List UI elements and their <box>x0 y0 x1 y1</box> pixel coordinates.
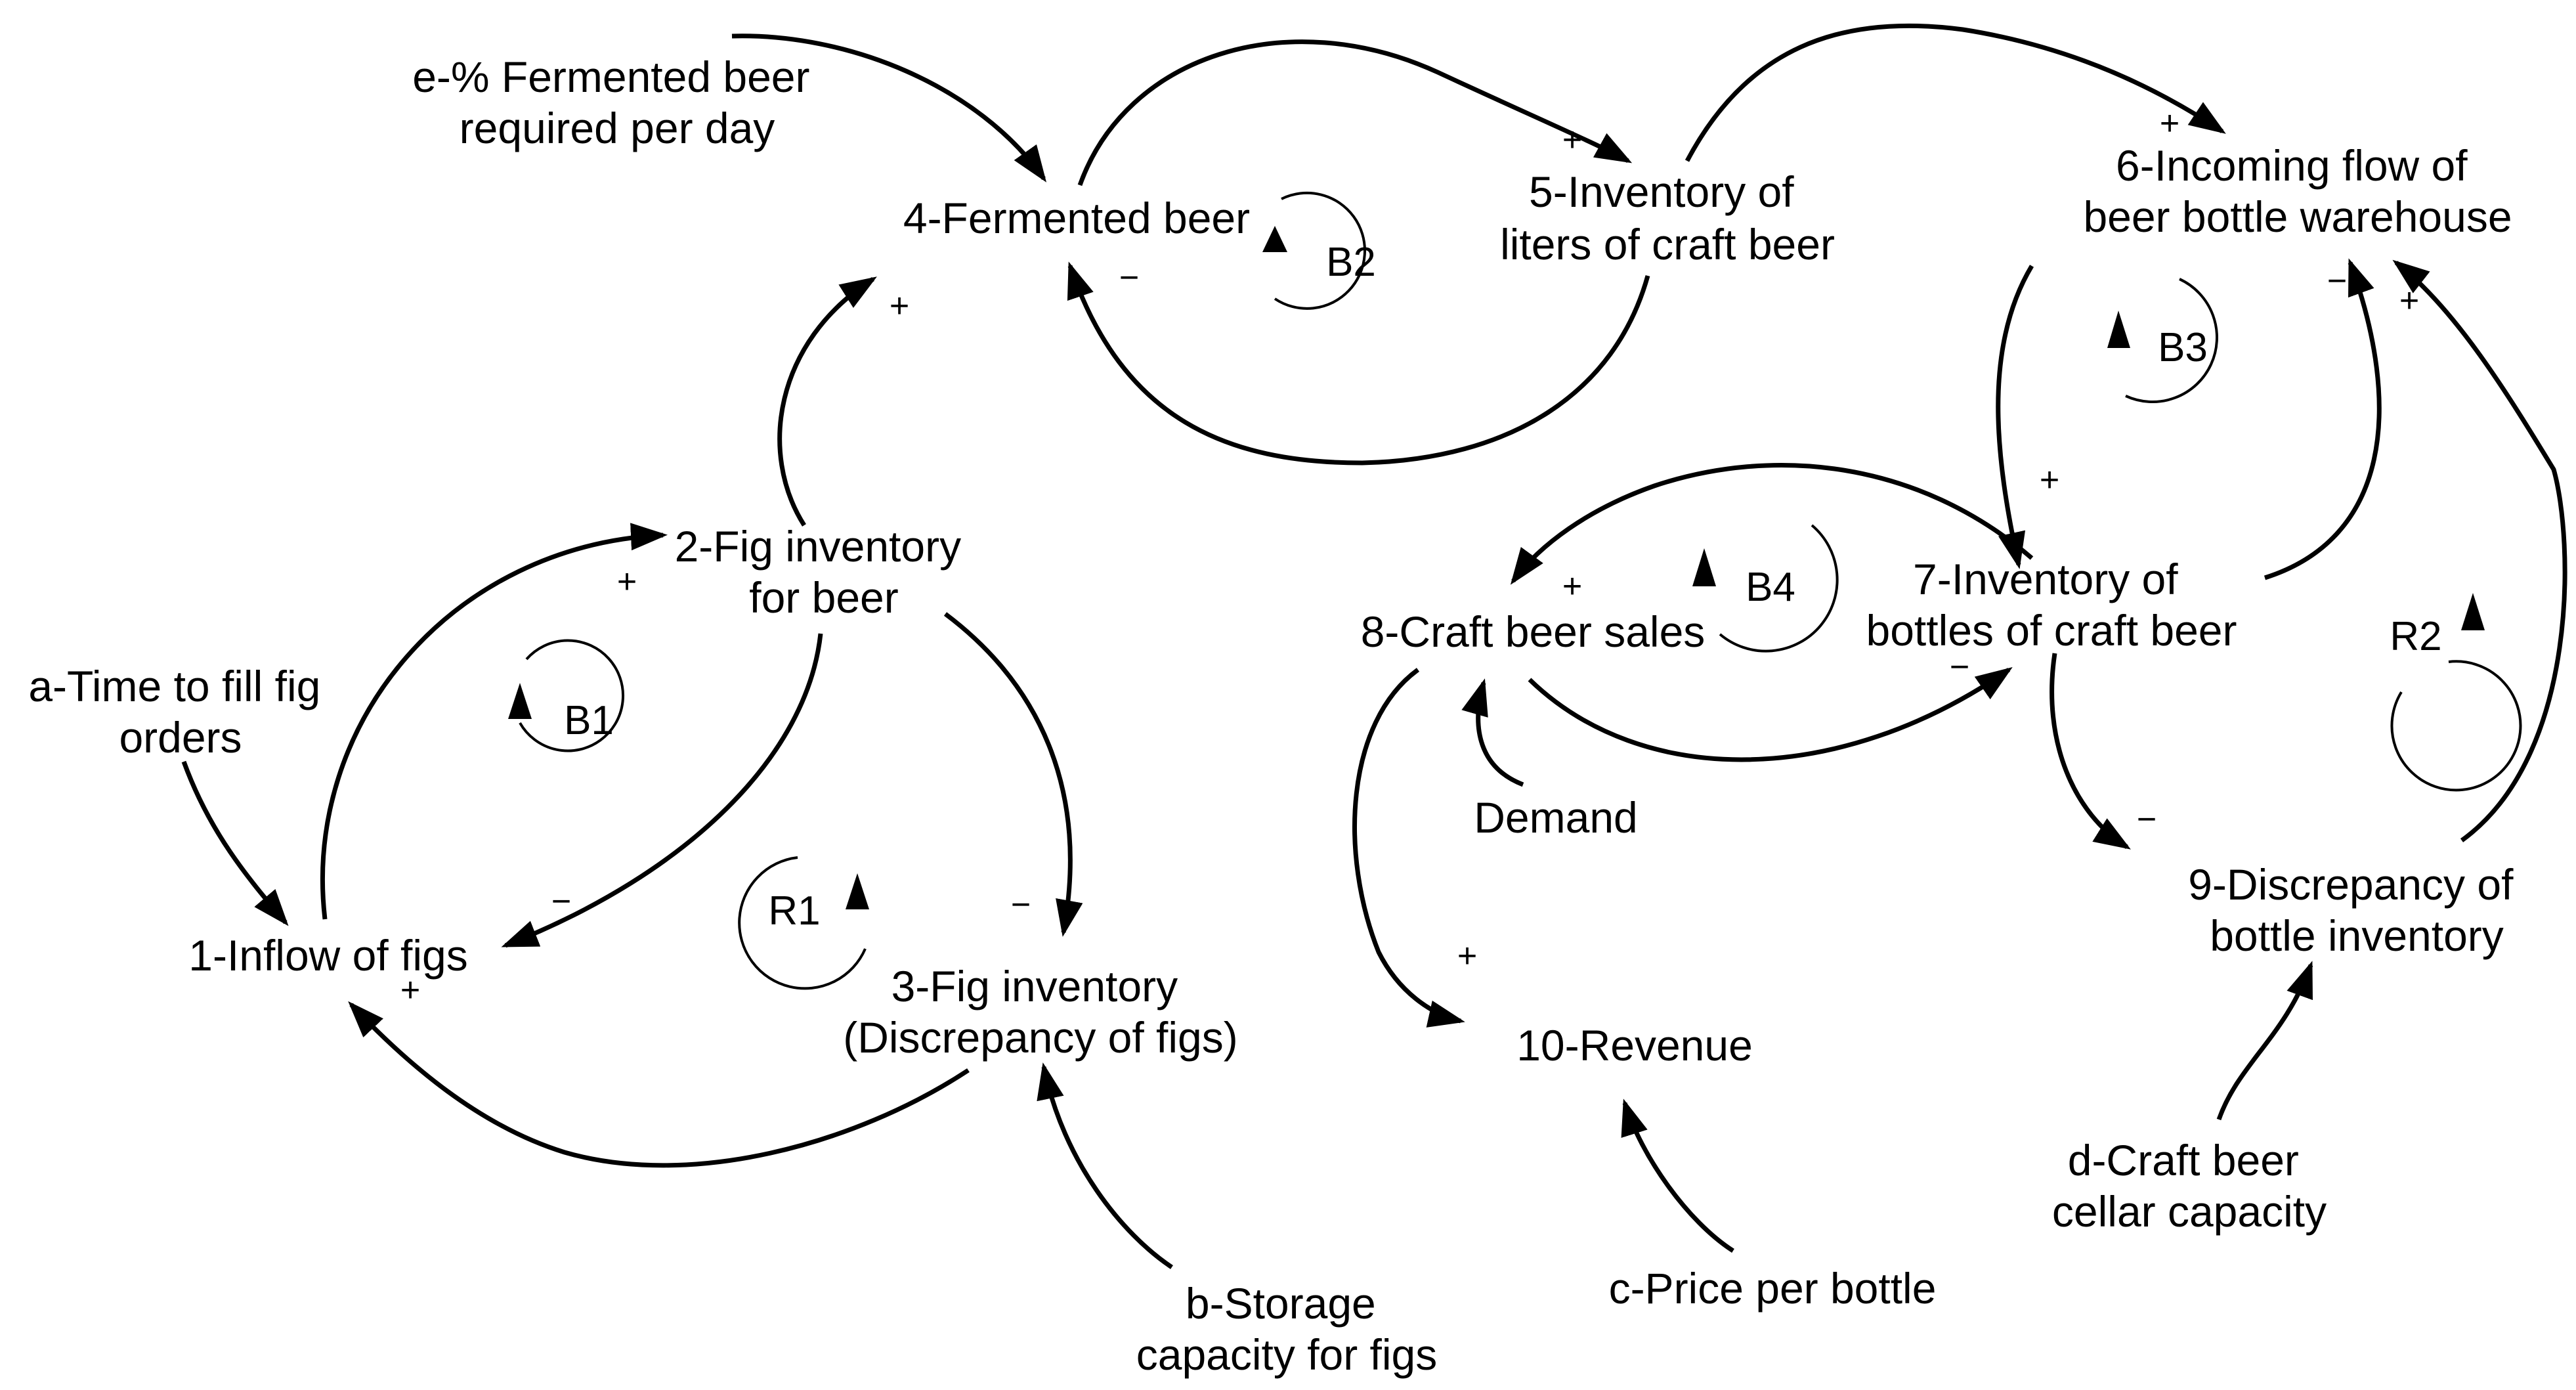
node-d-cellar: d-Craft beer cellar capacity <box>2052 1136 2327 1236</box>
loop-label-b3: B3 <box>2158 325 2208 370</box>
node-5-inventory-liters: 5-Inventory of liters of craft beer <box>1500 167 1835 269</box>
node-9-discrepancy-bottles: 9-Discrepancy of bottle inventory <box>2188 860 2525 960</box>
loop-label-b2: B2 <box>1326 240 1376 285</box>
link-7-to-6 <box>2264 258 2382 580</box>
sign-5-to-4: − <box>1119 259 1139 297</box>
loop-label-b1: B1 <box>564 698 614 743</box>
node-c-price: c-Price per bottle <box>1609 1264 1937 1313</box>
link-7-to-8 <box>1510 463 2034 585</box>
sign-2-to-1: − <box>551 882 571 921</box>
link-2-to-1 <box>501 633 823 948</box>
link-4-to-5 <box>1077 39 1633 186</box>
loop-b3: B3 <box>2107 278 2218 403</box>
link-d-to-9 <box>2216 961 2313 1121</box>
node-7-inventory-bottles: 7-Inventory of bottles of craft beer <box>1866 555 2237 655</box>
loop-b2: B2 <box>1262 191 1376 310</box>
link-9-to-6 <box>2392 259 2567 842</box>
link-3-to-1 <box>348 1001 970 1168</box>
link-c-to-10 <box>1621 1098 1734 1253</box>
loop-label-b4: B4 <box>1746 565 1795 610</box>
link-2-to-3 <box>943 612 1083 937</box>
link-8-to-10 <box>1352 668 1465 1028</box>
node-2-fig-inventory-beer: 2-Fig inventory for beer <box>675 522 974 622</box>
loop-label-r1: R1 <box>768 888 820 934</box>
sign-2-to-4: + <box>890 287 909 325</box>
loop-b1: B1 <box>508 639 625 752</box>
loop-b4: B4 <box>1692 524 1839 653</box>
node-8-sales: 8-Craft beer sales <box>1361 607 1706 656</box>
link-7-to-9 <box>2050 653 2131 850</box>
loop-r2: R2 <box>2390 593 2522 792</box>
node-e-fermented-required: e-% Fermented beer required per day <box>412 53 822 152</box>
link-6-to-7 <box>1996 265 2034 569</box>
sign-5-to-6: + <box>2160 104 2179 142</box>
sign-4-to-5: + <box>1562 121 1582 159</box>
sign-1-to-2: + <box>617 563 637 601</box>
node-1-inflow-figs: 1-Inflow of figs <box>188 931 468 980</box>
link-1-to-2 <box>320 523 668 920</box>
node-4-fermented-beer: 4-Fermented beer <box>903 194 1250 242</box>
sign-3-to-1: + <box>400 971 420 1009</box>
node-b-storage: b-Storage capacity for figs <box>1136 1279 1438 1379</box>
node-a-time-fill: a-Time to fill fig orders <box>28 662 332 762</box>
sign-7-to-6: − <box>2327 262 2347 300</box>
link-a-to-1 <box>181 760 289 926</box>
link-2-to-4 <box>777 276 877 527</box>
node-10-revenue: 10-Revenue <box>1516 1021 1753 1070</box>
sign-8-to-10: + <box>1457 937 1477 975</box>
loop-r1: R1 <box>738 856 869 990</box>
link-5-to-6 <box>1685 23 2226 162</box>
sign-9-to-6: + <box>2399 282 2419 320</box>
sign-8-to-7: − <box>1950 648 1969 686</box>
node-3-fig-inventory: 3-Fig inventory (Discrepancy of figs) <box>843 962 1238 1062</box>
sign-6-to-7: + <box>2040 461 2059 499</box>
sign-7-to-8: + <box>1562 567 1582 605</box>
link-e-to-4 <box>731 33 1047 183</box>
loop-label-r2: R2 <box>2390 614 2441 659</box>
link-8-to-7 <box>1528 667 2013 762</box>
sign-7-to-9: − <box>2137 800 2157 838</box>
link-5-to-4 <box>1067 261 1650 466</box>
node-6-incoming-flow: 6-Incoming flow of beer bottle warehouse <box>2083 141 2512 241</box>
node-demand: Demand <box>1474 793 1637 842</box>
sign-2-to-3: − <box>1011 886 1031 924</box>
link-demand-to-8 <box>1461 678 1524 787</box>
link-b-to-3 <box>1037 1062 1173 1269</box>
